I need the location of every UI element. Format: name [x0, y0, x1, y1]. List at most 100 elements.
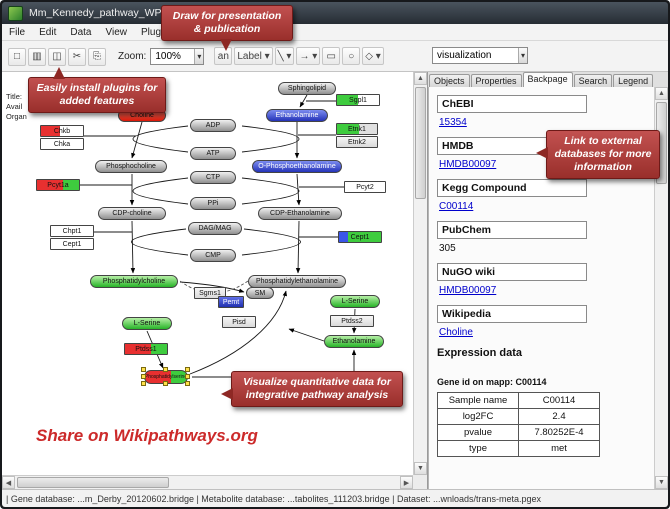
pathway-node-ctp[interactable]: CTP [190, 171, 236, 184]
table-cell: log2FC [437, 408, 519, 425]
pathway-node-cdp-choline[interactable]: CDP-choline [98, 207, 166, 220]
value-305: 305 [439, 243, 456, 254]
pathway-node-pcyt2[interactable]: Pcyt2 [344, 181, 386, 193]
pathway-node-ethanolamine-bottom[interactable]: Ethanolamine [324, 335, 384, 348]
rectangle-tool-icon[interactable]: ▭ [322, 47, 341, 65]
scroll-up-icon[interactable]: ▲ [655, 87, 668, 100]
zoom-label: Zoom: [118, 50, 147, 62]
expression-data-heading: Expression data [437, 347, 522, 359]
share-note: Share on Wikipathways.org [36, 426, 258, 445]
pathway-node-l-serine-right[interactable]: L-Serine [330, 295, 380, 308]
selection-handle[interactable] [185, 367, 190, 372]
callout-draw-text: Draw for presentation & publication [172, 10, 282, 36]
selection-handle[interactable] [141, 381, 146, 386]
pathway-node-ptdss2[interactable]: Ptdss2 [330, 315, 374, 327]
save-icon[interactable]: ◫ [48, 47, 66, 66]
pathway-node-adp[interactable]: ADP [190, 119, 236, 132]
selection-handle[interactable] [141, 367, 146, 372]
link-c00114[interactable]: C00114 [439, 201, 474, 212]
pathway-node-chka[interactable]: Chka [40, 138, 84, 150]
tab-search[interactable]: Search [573, 74, 613, 87]
selection-handle[interactable] [185, 381, 190, 386]
scrollbar-thumb[interactable] [17, 477, 169, 488]
pathway-node-dag-mag[interactable]: DAG/MAG [188, 222, 242, 235]
pathway-info-title: Title: [6, 92, 22, 101]
file-button-group: □▥◫✂⎘ [8, 46, 108, 66]
table-cell: 2.4 [518, 408, 600, 425]
tab-backpage[interactable]: Backpage [522, 72, 573, 87]
pathway-node-phosphocholine[interactable]: Phosphocholine [95, 160, 167, 173]
new-file-icon[interactable]: □ [8, 47, 26, 66]
link-choline[interactable]: Choline [439, 327, 473, 338]
pathway-node-cept1-left[interactable]: Cept1 [50, 238, 94, 250]
pathway-node-o-phosphoethanolamine[interactable]: O-Phosphoethanolamine [252, 160, 342, 173]
link-15354[interactable]: 15354 [439, 117, 467, 128]
visualization-select[interactable]: visualization ▾ [432, 47, 528, 64]
pathway-node-ethanolamine-top[interactable]: Ethanolamine [266, 109, 328, 122]
pathway-node-sm[interactable]: SM [246, 287, 274, 299]
menu-view[interactable]: View [105, 26, 127, 38]
pathway-canvas[interactable]: Title: Avail Organ [2, 72, 428, 489]
scrollbar-thumb[interactable] [415, 87, 426, 199]
scroll-up-icon[interactable]: ▲ [414, 72, 427, 85]
arrow-tool-icon[interactable]: → ▾ [296, 47, 321, 65]
paste-icon[interactable]: ⎘ [88, 47, 106, 66]
chevron-down-icon: ▾ [194, 48, 204, 64]
line-tool-icon[interactable]: ╲ ▾ [274, 47, 295, 65]
canvas-horizontal-scrollbar[interactable]: ◀ ▶ [2, 475, 413, 489]
menu-plugins[interactable]: Plugins [140, 26, 174, 38]
selection-handle[interactable] [163, 381, 168, 386]
pathway-node-ptdss1[interactable]: Ptdss1 [124, 343, 168, 355]
selection-handle[interactable] [163, 367, 168, 372]
pathway-node-atp[interactable]: ATP [190, 147, 236, 160]
tab-objects[interactable]: Objects [429, 74, 470, 87]
pathway-node-phosphatidylcholine[interactable]: Phosphatidylcholine [90, 275, 178, 288]
tab-legend[interactable]: Legend [613, 74, 654, 87]
pathway-node-sphingolipid[interactable]: Sphingolipid [278, 82, 336, 95]
visualization-value: visualization [437, 50, 492, 61]
pathway-node-sgpl1[interactable]: Sgpl1 [336, 94, 380, 106]
pathway-node-cept1[interactable]: Cept1 [338, 231, 382, 243]
pathway-node-cdp-ethanolamine[interactable]: CDP-Ethanolamine [258, 207, 342, 220]
callout-arrow-icon [536, 147, 548, 159]
scroll-down-icon[interactable]: ▼ [414, 462, 427, 475]
pathway-edges [80, 94, 357, 378]
pathway-node-ppi[interactable]: PPi [190, 197, 236, 210]
callout-arrow-icon [220, 39, 232, 52]
pathway-node-pcyt1a[interactable]: Pcyt1a [36, 179, 80, 191]
zoom-select[interactable]: 100% ▾ [150, 47, 205, 65]
app-icon [8, 5, 23, 21]
pathway-node-chkb[interactable]: Chkb [40, 125, 84, 137]
sidebar-scrollbar[interactable]: ▲ ▼ [654, 87, 668, 489]
pathway-node-l-serine-left[interactable]: L-Serine [122, 317, 172, 330]
callout-visualize-text: Visualize quantitative data for integrat… [243, 376, 391, 402]
pathway-node-pisd[interactable]: Pisd [222, 316, 256, 328]
pathway-node-pemt[interactable]: Pemt [218, 296, 244, 308]
link-hmdb00097[interactable]: HMDB00097 [439, 285, 497, 296]
pathway-node-etnk2[interactable]: Etnk2 [336, 136, 378, 148]
open-file-icon[interactable]: ▥ [28, 47, 46, 66]
tab-properties[interactable]: Properties [470, 74, 522, 87]
selection-handle[interactable] [185, 374, 190, 379]
pathway-node-phosphatidylethanolamine[interactable]: Phosphatidylethanolamine [248, 275, 346, 288]
menu-edit[interactable]: Edit [39, 26, 57, 38]
scroll-right-icon[interactable]: ▶ [400, 476, 413, 489]
canvas-vertical-scrollbar[interactable]: ▲ ▼ [413, 72, 427, 475]
selection-handle[interactable] [141, 374, 146, 379]
template-tool-icon[interactable]: ◇ ▾ [362, 47, 384, 65]
pathway-node-cmp[interactable]: CMP [190, 249, 236, 262]
label-tool[interactable]: Label ▾ [234, 47, 273, 65]
cut-icon[interactable]: ✂ [68, 47, 86, 66]
menu-data[interactable]: Data [70, 26, 92, 38]
table-cell: met [518, 440, 600, 457]
link-hmdb00097[interactable]: HMDB00097 [439, 159, 497, 170]
pathway-node-chpt1[interactable]: Chpt1 [50, 225, 94, 237]
scroll-left-icon[interactable]: ◀ [2, 476, 15, 489]
scroll-down-icon[interactable]: ▼ [655, 476, 668, 489]
menu-bar: FileEditDataViewPluginsHelp [2, 24, 668, 41]
pathway-node-etnk1[interactable]: Etnk1 [336, 123, 378, 135]
oval-tool-icon[interactable]: ○ [342, 47, 361, 65]
menu-file[interactable]: File [9, 26, 26, 38]
